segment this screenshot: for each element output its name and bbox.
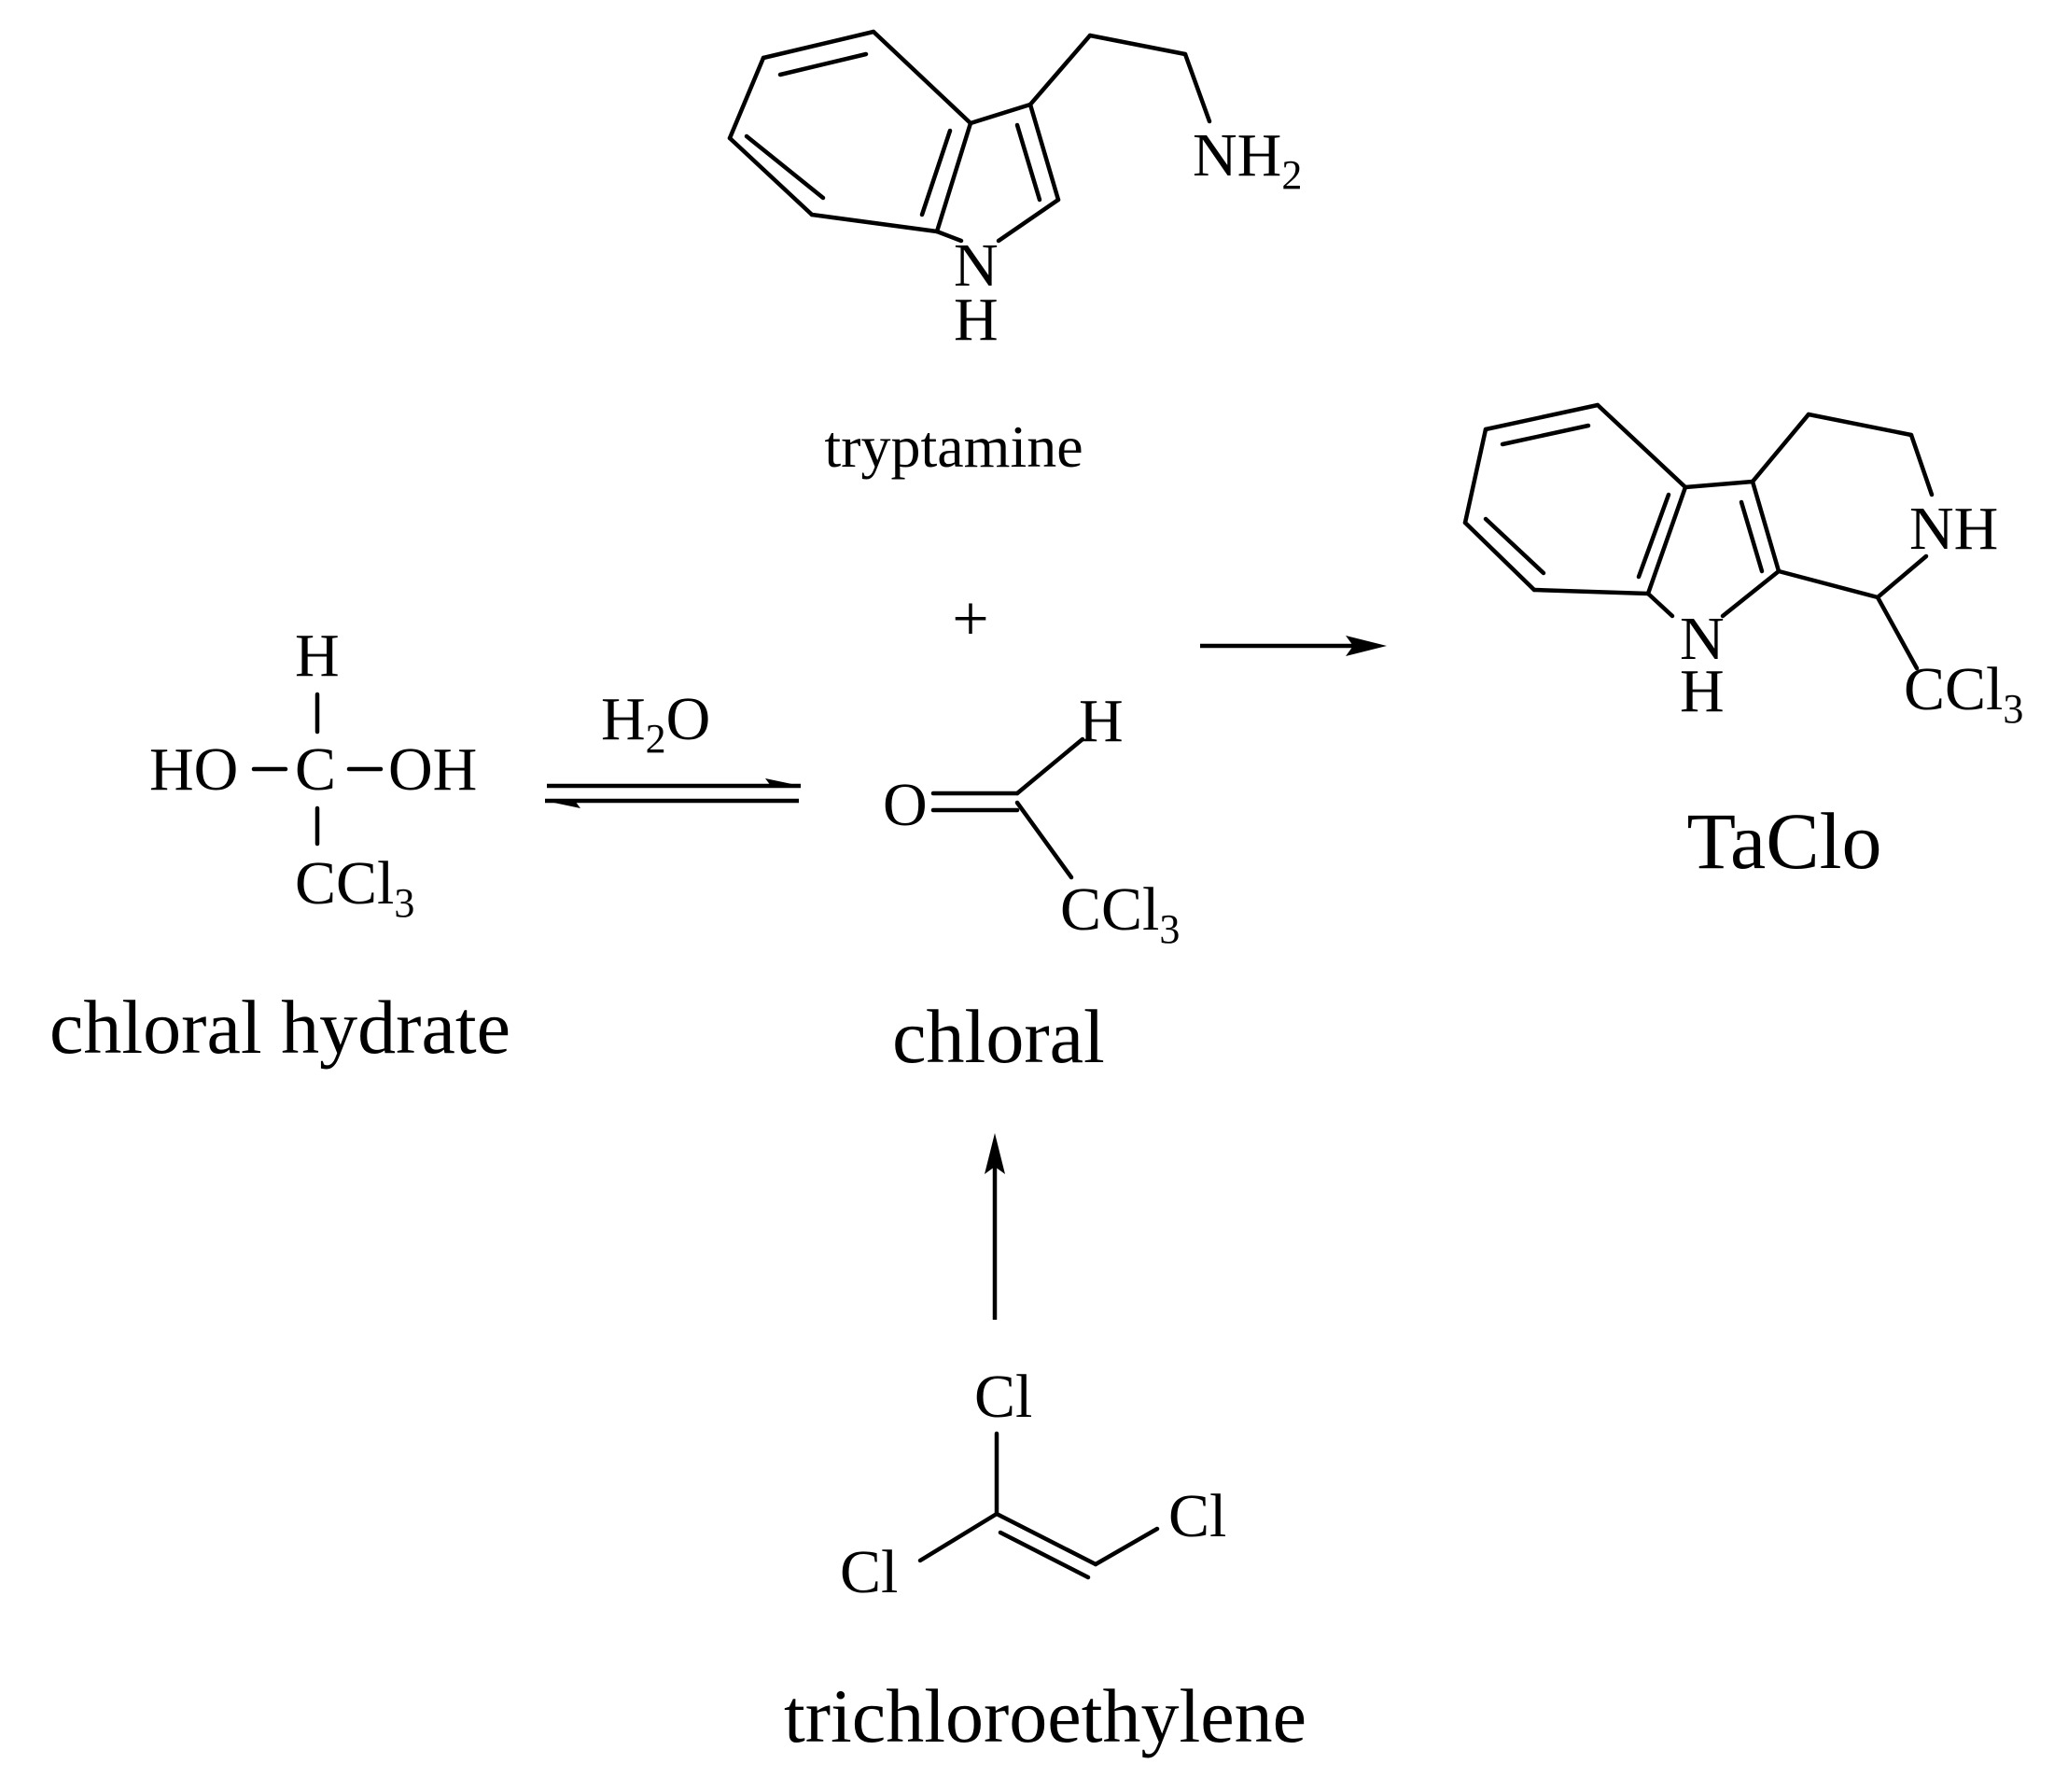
taclo-ring-h-label: H: [1680, 657, 1725, 725]
taclo-nh-label: NH: [1909, 495, 1998, 563]
chloral-hydrate-ho-label: HO: [149, 735, 238, 804]
chloral-hydrate-name: chloral hydrate: [49, 985, 510, 1070]
chloral-hydrate-c-label: C: [295, 735, 336, 804]
taclo-structure: NH N H CCl3: [1462, 402, 2023, 732]
trichloroethylene-cl-left-label: Cl: [840, 1538, 898, 1606]
trichloroethylene-structure: Cl Cl Cl: [840, 1363, 1226, 1606]
chloral-hydrate-ccl3-label: CCl3: [295, 849, 414, 926]
tryptamine-name: tryptamine: [824, 413, 1083, 480]
chloral-hydrate-structure: H HO C OH CCl3: [149, 622, 477, 926]
trichloroethylene-cl-right-label: Cl: [1168, 1482, 1226, 1550]
tryptamine-structure: NH2 N H: [727, 29, 1302, 354]
chloral-hydrate-oh-label: OH: [388, 735, 477, 804]
taclo-ring-n-label: N: [1680, 605, 1725, 673]
taclo-name: TaClo: [1687, 796, 1882, 886]
chloral-h-label: H: [1079, 687, 1124, 755]
chloral-name: chloral: [892, 994, 1105, 1079]
reaction-arrow: [1200, 636, 1387, 656]
trichloroethylene-cl-top-label: Cl: [974, 1363, 1032, 1431]
equilibrium-arrow: [545, 778, 801, 808]
plus-sign: +: [952, 583, 988, 655]
formation-arrow: [985, 1133, 1005, 1320]
chloral-ccl3-label: CCl3: [1060, 875, 1180, 952]
water-reagent-label: H2O: [601, 685, 710, 762]
tryptamine-amine-label: NH2: [1193, 121, 1302, 198]
tryptamine-ring-h-label: H: [954, 286, 999, 354]
trichloroethylene-name: trichloroethylene: [784, 1673, 1306, 1758]
chloral-o-label: O: [883, 771, 928, 839]
chloral-hydrate-h-label: H: [295, 622, 340, 690]
taclo-ccl3-label: CCl3: [1904, 655, 2023, 732]
chloral-structure: O H CCl3: [883, 687, 1180, 952]
tryptamine-ring-n-label: N: [954, 231, 999, 300]
